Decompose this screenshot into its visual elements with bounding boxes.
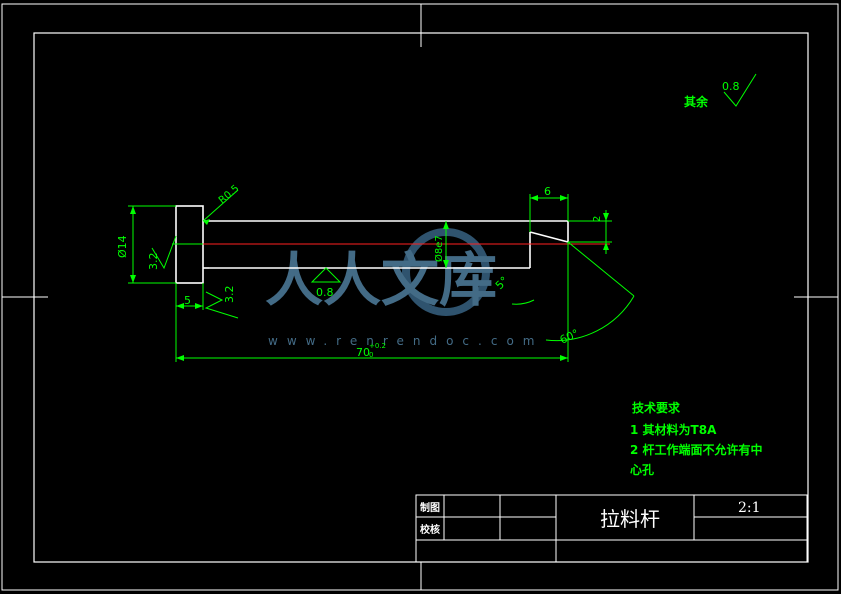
watermark-url: www.renrendoc.com	[268, 334, 543, 348]
tip-bevel	[529, 231, 569, 243]
notes-line-1: 1 其材料为T8A	[630, 422, 717, 437]
tip-length-label: 6	[544, 185, 551, 198]
arrowheads	[130, 195, 609, 361]
shaft-roughness: 0.8	[316, 286, 334, 299]
scale-value: 2:1	[738, 500, 761, 516]
part-name: 拉料杆	[600, 507, 660, 531]
tip-offset-label: 2	[592, 216, 603, 222]
watermark-text: 人人文库	[265, 246, 497, 314]
notes-heading: 技术要求	[632, 400, 681, 415]
notes-line-3: 心孔	[630, 463, 654, 477]
checked-label: 校核	[420, 523, 440, 536]
title-block	[415, 494, 808, 563]
roughness-symbol-head-side-icon	[204, 291, 239, 319]
other-roughness-label: 其余	[684, 94, 709, 109]
head-length-label: 5	[184, 294, 191, 307]
roughness-symbol-shaft-icon	[310, 267, 342, 283]
watermark: 人人文库 www.renrendoc.com	[265, 228, 543, 348]
head-side-roughness: 3.2	[223, 286, 236, 304]
shaft-diameter-label: Ø8e7	[433, 235, 445, 262]
dimension-lines	[128, 73, 757, 362]
radius-label: R0.5	[217, 183, 242, 206]
total-length-label: 70	[356, 346, 370, 359]
roughness-symbol-other-icon	[723, 73, 757, 107]
notes-line-2: 2 杆工作端面不允许有中	[630, 442, 763, 457]
drawn-label: 制图	[420, 501, 440, 514]
roughness-symbol-head-face-icon	[151, 235, 177, 270]
total-length-tol-lower: 0	[369, 351, 373, 359]
other-roughness-value: 0.8	[722, 80, 740, 93]
head-face-roughness: 3.2	[147, 253, 160, 271]
head-diameter-label: Ø14	[116, 235, 129, 258]
total-length-tol-upper: +0.2	[369, 342, 386, 350]
tip-angle-label: 60°	[558, 327, 581, 347]
